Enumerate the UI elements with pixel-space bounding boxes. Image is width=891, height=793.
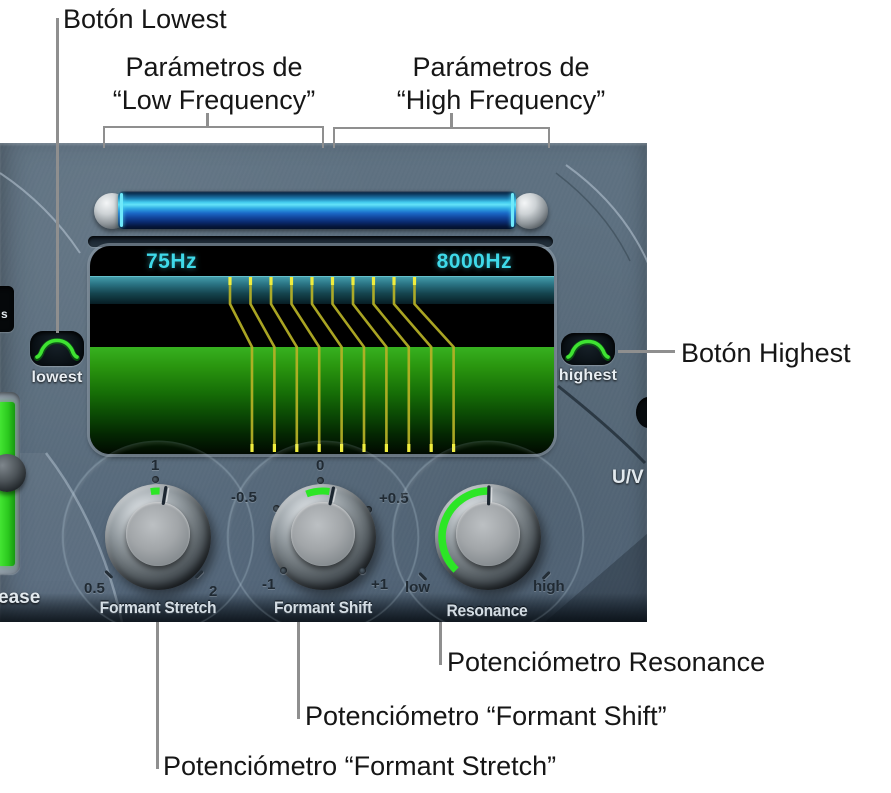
formant-shift-tick-top: 0 [316,457,325,474]
resonance-knob[interactable] [435,484,541,590]
callout-line-formant-shift [297,622,300,719]
formant-shift-divot-ll [280,567,287,574]
freq-slider-right-handle[interactable] [512,193,548,229]
formant-shift-knob-cap [291,502,355,566]
formant-shift-knob[interactable] [270,484,376,590]
high-frequency-value: 8000Hz [436,250,512,273]
highest-button-arc-icon [565,338,611,361]
display-analysis-band [90,276,554,304]
callout-params-high: Parámetros de “High Frequency” [384,51,618,117]
formant-shift-tick-br: +1 [371,576,389,593]
vocoder-formant-panel: 75Hz 8000Hz lowest highest 1 0.5 2 Forma… [0,143,647,622]
callout-params-high-line1: Parámetros de [412,52,590,82]
resonance-tick-high: high [533,578,565,595]
callout-tick-high [450,113,453,128]
formant-stretch-caption: Formant Stretch [99,598,217,617]
formant-stretch-knob[interactable] [105,484,211,590]
callout-params-low-line1: Parámetros de [125,52,303,82]
formant-stretch-knob-cap [126,502,190,566]
callout-bracket-high-freq [333,127,550,148]
formant-shift-divot-ul [273,505,280,512]
lowest-button-arc-icon [34,337,80,361]
callout-line-resonance [439,622,442,665]
panel-bottom-strip [0,593,647,622]
callout-params-low: Parámetros de “Low Frequency” [98,51,330,117]
callout-pot-formant-stretch: Potenciómetro “Formant Stretch” [163,751,557,781]
left-slider-handle[interactable] [0,454,26,492]
highest-button[interactable] [561,333,615,365]
callout-line-lowest [56,18,59,333]
formant-stretch-tick-bl: 0.5 [84,580,105,597]
release-label-fragment: ease [0,587,41,608]
left-display-fragment-text: s [1,307,8,321]
callout-line-formant-stretch [156,622,159,769]
left-display-fragment [0,286,14,332]
resonance-tick-low: low [405,579,430,596]
uv-section-label: U/V [612,467,644,488]
low-frequency-value: 75Hz [146,250,198,273]
lowest-button[interactable] [30,331,84,366]
filter-band-lines [228,277,456,452]
callout-params-low-line2: “Low Frequency” [112,85,316,115]
callout-tick-low [206,113,209,127]
slider-bar-left-edge-glow [120,193,123,227]
formant-shift-knob-indicator [305,486,337,506]
lowest-button-label: lowest [31,369,83,386]
formant-shift-divot-lr [359,567,366,574]
formant-filter-display: 75Hz 8000Hz [90,246,554,454]
callout-pot-resonance: Potenciómetro Resonance [447,647,766,677]
formant-stretch-divot-top [152,476,159,483]
display-synthesis-band [90,347,554,454]
resonance-knob-cap [456,502,520,566]
resonance-knob-indicator [438,485,493,573]
formant-shift-tick-bl: -1 [262,576,276,593]
formant-stretch-tick-br: 2 [209,583,218,600]
formant-stretch-tick-top: 1 [151,457,160,474]
highest-button-label: highest [558,367,618,384]
resonance-caption: Resonance [446,601,528,620]
callout-line-highest [618,350,675,353]
formant-shift-tick-ur: +0.5 [379,490,409,507]
edge-knob-fragment [636,397,647,428]
formant-shift-divot-top [317,477,324,484]
formant-shift-caption: Formant Shift [273,598,373,617]
callout-pot-formant-shift: Potenciómetro “Formant Shift” [305,701,667,731]
slider-bar-right-edge-glow [511,193,514,227]
formant-stretch-knob-indicator [150,485,170,505]
callout-boton-highest: Botón Highest [681,338,851,368]
callout-params-high-line2: “High Frequency” [396,85,606,115]
freq-range-slider-track[interactable] [88,236,553,247]
formant-shift-tick-ul: -0.5 [231,489,257,506]
callout-bracket-low-freq [103,126,324,148]
callout-boton-lowest: Botón Lowest [63,4,227,34]
freq-range-slider-bar[interactable] [118,191,516,229]
